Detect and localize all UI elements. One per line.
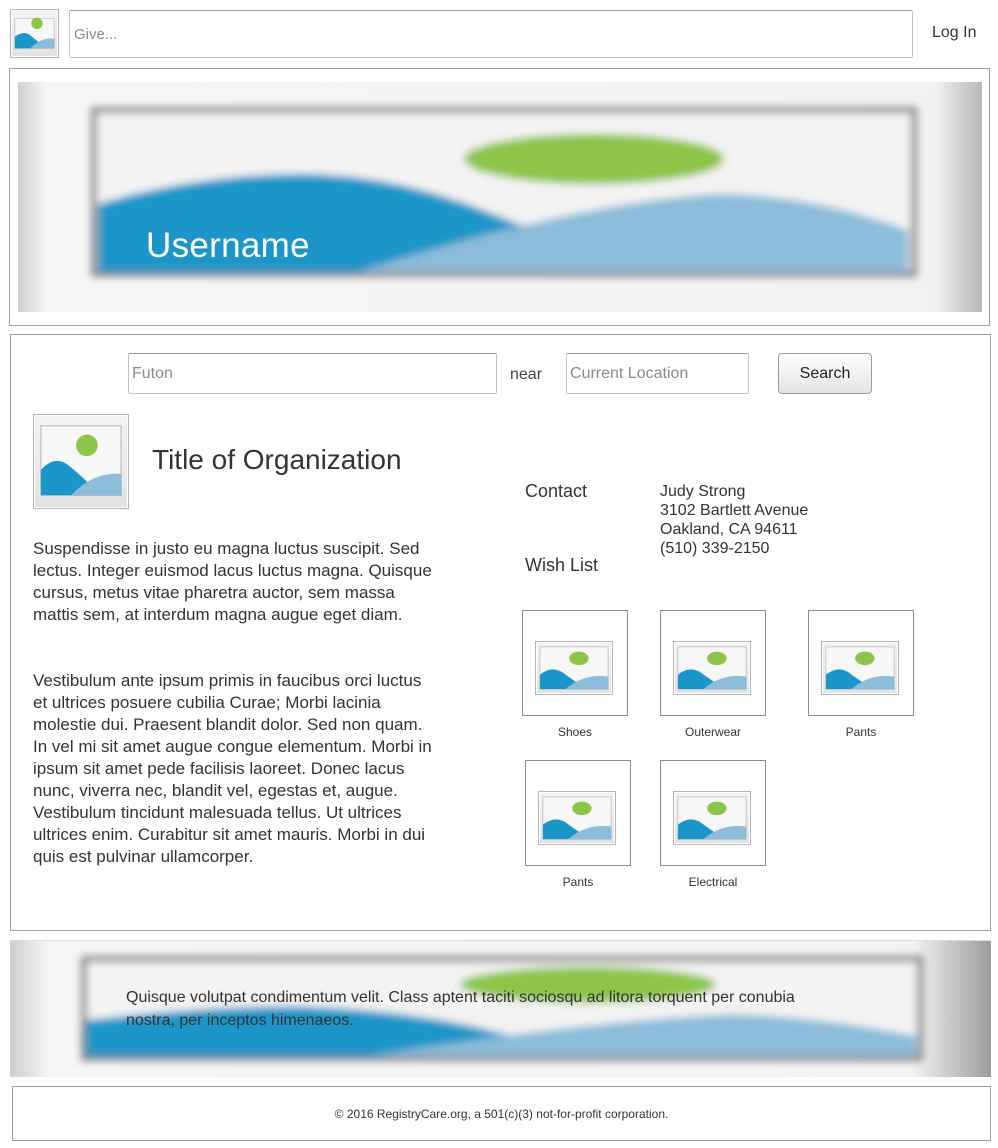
wishlist-item-pants[interactable]: Pants	[525, 760, 631, 889]
bottom-banner: Quisque volutpat condimentum velit. Clas…	[10, 940, 991, 1077]
footer: © 2016 RegistryCare.org, a 501(c)(3) not…	[12, 1086, 991, 1141]
organization-logo-icon	[33, 414, 129, 509]
contact-city: Oakland, CA 94611	[660, 521, 798, 538]
contact-label: Contact	[525, 481, 588, 501]
contact-street: 3102 Bartlett Avenue	[660, 502, 809, 519]
organization-panel: near Search Title of Organization Suspen…	[10, 334, 991, 931]
image-placeholder-icon	[538, 791, 616, 845]
contact-details: Judy Strong 3102 Bartlett Avenue Oakland…	[660, 482, 808, 558]
contact-name: Judy Strong	[660, 483, 746, 500]
bottom-banner-image	[81, 955, 923, 1062]
wishlist-item-tile	[660, 610, 766, 716]
location-input[interactable]	[566, 353, 749, 394]
wishlist-item-label: Outerwear	[684, 725, 742, 739]
wishlist-item-tile	[660, 760, 766, 866]
wishlist-label: Wish List	[525, 555, 599, 575]
logo-image-icon[interactable]	[10, 9, 59, 58]
wishlist-item-shoes[interactable]: Shoes	[522, 610, 628, 739]
wishlist-item-electrical[interactable]: Electrical	[660, 760, 766, 889]
wishlist-item-tile	[522, 610, 628, 716]
hero-banner: Username	[9, 68, 990, 326]
image-placeholder-icon	[673, 641, 751, 695]
wishlist-item-label: Shoes	[557, 725, 593, 739]
organization-description-paragraph: Vestibulum ante ipsum primis in faucibus…	[33, 671, 432, 866]
near-label: near	[510, 366, 543, 383]
image-placeholder-icon	[535, 641, 613, 695]
wishlist-item-label: Pants	[562, 875, 594, 889]
organization-description-paragraph: Suspendisse in justo eu magna luctus sus…	[33, 539, 432, 624]
wishlist-item-tile	[808, 610, 914, 716]
image-placeholder-icon	[821, 641, 899, 695]
organization-title: Title of Organization	[152, 444, 402, 475]
wishlist-item-pants[interactable]: Pants	[808, 610, 914, 739]
wishlist-item-tile	[525, 760, 631, 866]
give-search-input[interactable]	[69, 10, 913, 58]
hero-username: Username	[146, 226, 310, 265]
login-link[interactable]: Log In	[932, 24, 977, 41]
item-search-input[interactable]	[128, 353, 497, 394]
wishlist-item-label: Pants	[845, 725, 877, 739]
image-placeholder-icon	[673, 791, 751, 845]
wishlist-item-outerwear[interactable]: Outerwear	[660, 610, 766, 739]
search-button[interactable]: Search	[778, 353, 872, 394]
hero-cover-image: Username	[18, 82, 982, 312]
bottom-banner-text: Quisque volutpat condimentum velit. Clas…	[126, 989, 795, 1029]
contact-phone: (510) 339-2150	[660, 540, 770, 557]
footer-copyright: © 2016 RegistryCare.org, a 501(c)(3) not…	[334, 1107, 669, 1121]
wishlist-item-label: Electrical	[688, 875, 738, 889]
